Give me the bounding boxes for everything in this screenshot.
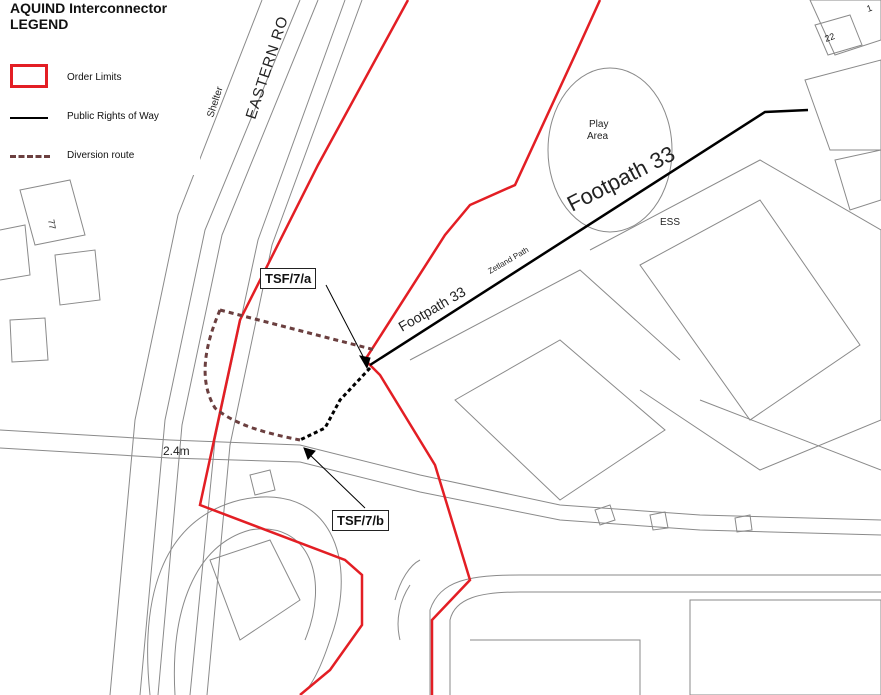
legend-label: Public Rights of Way: [67, 111, 159, 122]
spot-height-label: 2.4m: [163, 444, 190, 458]
play-area-label-line2: Area: [587, 131, 609, 142]
callout-tsf-7-a: TSF/7/a: [260, 268, 317, 289]
public-rights-of-way: [369, 108, 809, 367]
play-area-label-line1: Play: [589, 119, 608, 130]
order-limits-symbol-icon: [10, 64, 48, 88]
legend-title-line2: LEGEND: [10, 16, 69, 32]
ess-label: ESS: [660, 217, 680, 228]
callout-leaders: [303, 284, 371, 509]
legend: AQUIND Interconnector LEGEND Order Limit…: [0, 0, 200, 175]
house-number-22: 22: [823, 31, 836, 44]
zetland-path-label: Zetland Path: [487, 245, 531, 275]
house-number-77: 77: [46, 219, 58, 231]
legend-label: Order Limits: [67, 72, 122, 83]
diversion-route-symbol-icon: [10, 155, 50, 158]
diversion-route: [203, 308, 376, 442]
callout-tsf-7-b: TSF/7/b: [332, 510, 389, 531]
legend-title-line1: AQUIND Interconnector: [10, 0, 168, 16]
house-number-partial: 1: [865, 3, 873, 14]
shelter-label: Shelter: [205, 85, 225, 119]
legend-item-public-rights-of-way: Public Rights of Way: [10, 108, 200, 128]
public-rights-of-way-symbol-icon: [10, 117, 48, 119]
legend-label: Diversion route: [67, 150, 135, 161]
legend-item-diversion-route: Diversion route: [10, 147, 200, 167]
temporary-closure-section: [299, 366, 372, 442]
legend-item-order-limits: Order Limits: [10, 64, 200, 92]
legend-title: AQUIND Interconnector LEGEND: [10, 0, 167, 32]
